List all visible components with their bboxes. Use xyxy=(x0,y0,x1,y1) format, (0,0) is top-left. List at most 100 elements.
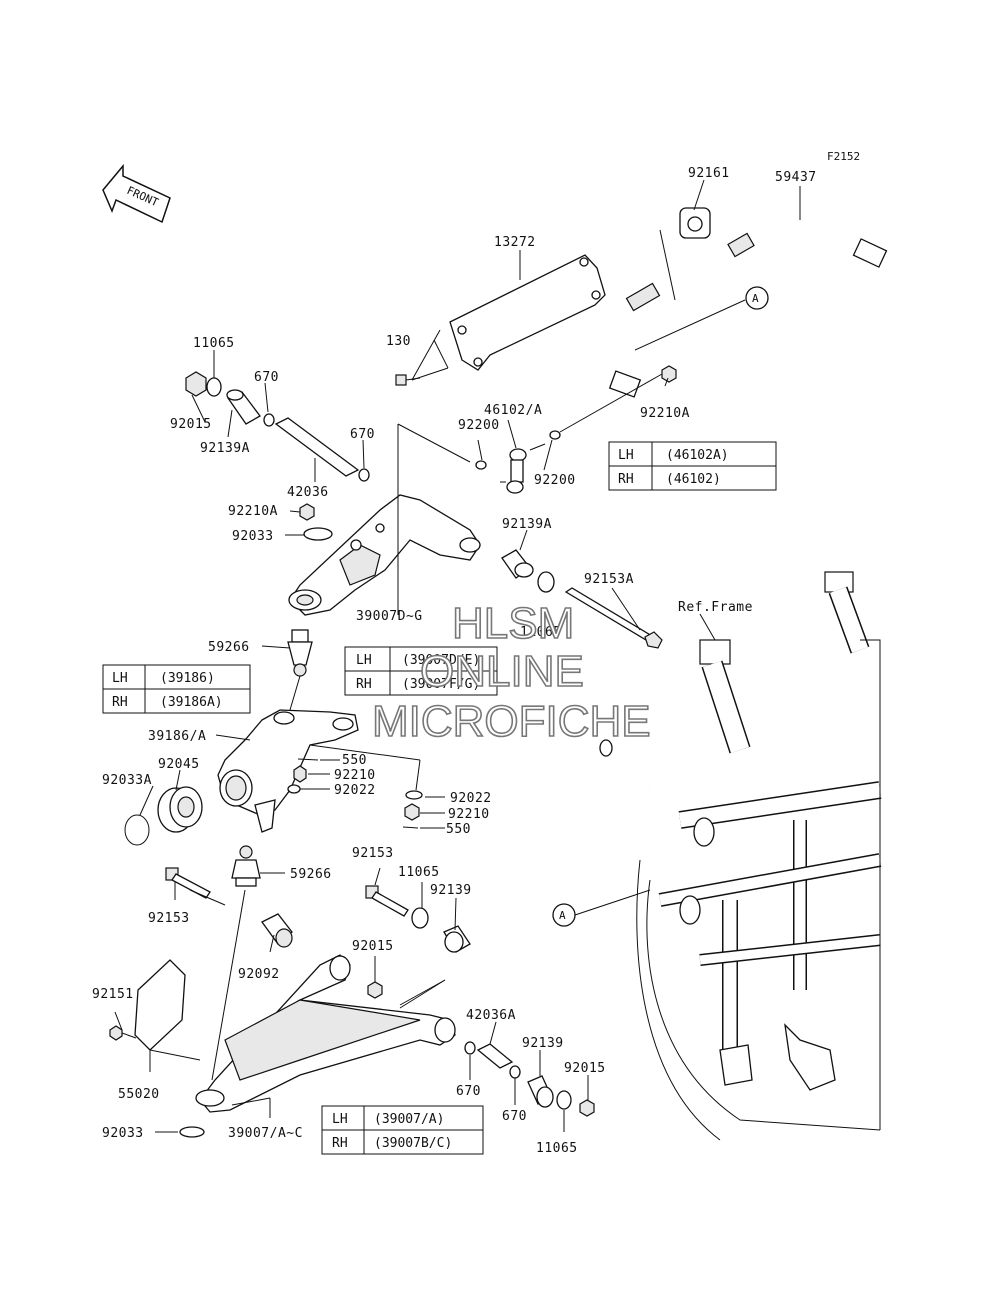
lower-arm-39007 xyxy=(195,954,456,1113)
label-46102A: 46102/A xyxy=(484,403,542,418)
collar-42036A xyxy=(476,1043,514,1069)
figure-code: F2152 xyxy=(827,150,860,163)
label-92200-a: 92200 xyxy=(458,418,500,433)
label-ref-frame: Ref.Frame xyxy=(678,600,753,615)
watermark-line1: HLSM xyxy=(452,599,574,648)
table-knuckle: LH (39186) RH (39186A) xyxy=(102,664,251,714)
washer-11065-top xyxy=(206,377,222,397)
washer-11065-low xyxy=(411,907,429,929)
callout-a-bottom-label: A xyxy=(559,909,566,922)
callout-a-bottom: A xyxy=(552,903,576,927)
label-42036A: 42036A xyxy=(466,1008,516,1023)
washer-92022-a xyxy=(287,784,301,794)
label-92015-low: 92015 xyxy=(564,1061,606,1076)
knuckle-39186 xyxy=(217,709,359,833)
link-46102 xyxy=(500,443,546,494)
bearing-92045 xyxy=(157,786,203,833)
label-39007D-G: 39007D~G xyxy=(356,609,423,624)
callout-a-top-label: A xyxy=(752,292,759,305)
label-59266-bot: 59266 xyxy=(290,867,332,882)
label-670-b: 670 xyxy=(350,427,375,442)
callout-a-top: A xyxy=(745,286,769,310)
label-11065-top: 11065 xyxy=(193,336,235,351)
ball-joint-59266-top xyxy=(287,629,313,677)
label-92153-mid: 92153 xyxy=(352,846,394,861)
label-92015-mid: 92015 xyxy=(352,939,394,954)
table-link-lh-val: (46102A) xyxy=(666,448,729,463)
label-92210A-left: 92210A xyxy=(228,504,278,519)
table-upper-arm-lh-val: (39007D/E) xyxy=(402,653,480,668)
washer-92200-a xyxy=(475,460,487,470)
label-11065-bot: 11065 xyxy=(536,1141,578,1156)
table-lower-arm-lh: LH xyxy=(332,1112,348,1127)
table-knuckle-lh-val: (39186) xyxy=(160,671,215,686)
label-92200-b: 92200 xyxy=(534,473,576,488)
table-lower-arm: LH (39007/A) RH (39007B/C) xyxy=(321,1105,484,1155)
label-92161: 92161 xyxy=(688,166,730,181)
table-link-rh: RH xyxy=(618,472,634,487)
table-link: LH (46102A) RH (46102) xyxy=(608,441,777,491)
label-92151: 92151 xyxy=(92,987,134,1002)
bushing-92092 xyxy=(261,913,293,948)
label-92022-a: 92022 xyxy=(334,783,376,798)
clip-92033-bot xyxy=(179,1126,205,1138)
bushing-92161 xyxy=(679,207,711,239)
table-upper-arm-lh: LH xyxy=(356,653,372,668)
label-92022-b: 92022 xyxy=(450,791,492,806)
ball-joint-59266-bot xyxy=(231,845,261,887)
label-92092: 92092 xyxy=(238,967,280,982)
part-labels: 92161 59437 13272 130 11065 670 92015 92… xyxy=(92,166,816,1156)
bolt-130 xyxy=(395,374,421,386)
oring-670-d xyxy=(509,1065,521,1079)
table-upper-arm-rh: RH xyxy=(356,677,372,692)
bolt-92153A xyxy=(564,587,663,649)
watermark-line3: MICROFICHE xyxy=(372,697,651,746)
label-92015-top: 92015 xyxy=(170,417,212,432)
table-knuckle-rh: RH xyxy=(112,695,128,710)
label-92210-b: 92210 xyxy=(448,807,490,822)
label-92139-low: 92139 xyxy=(522,1036,564,1051)
label-670-a: 670 xyxy=(254,370,279,385)
label-92210A-right: 92210A xyxy=(640,406,690,421)
bushing-92139-mid xyxy=(443,925,471,953)
label-92045: 92045 xyxy=(158,757,200,772)
oring-670-b xyxy=(358,468,370,482)
stabilizer-bar xyxy=(587,219,888,398)
cotter-550-a xyxy=(297,758,319,761)
collar-42036 xyxy=(274,417,360,477)
table-lower-arm-rh-val: (39007B/C) xyxy=(374,1136,452,1151)
table-upper-arm-rh-val: (39007F/G) xyxy=(402,677,480,692)
nut-92210A-right xyxy=(661,365,677,383)
washer-11065-bot xyxy=(556,1090,572,1110)
label-92139A-top: 92139A xyxy=(200,441,250,456)
bolt-92151 xyxy=(109,1025,137,1041)
label-550-a: 550 xyxy=(342,753,367,768)
watermark: HLSM ONLINE MICROFICHE xyxy=(371,598,651,747)
bracket-13272 xyxy=(449,254,606,371)
label-13272: 13272 xyxy=(494,235,536,250)
bolt-92153-mid xyxy=(365,885,409,917)
table-knuckle-rh-val: (39186A) xyxy=(160,695,223,710)
label-92210-a: 92210 xyxy=(334,768,376,783)
label-11065-low: 11065 xyxy=(398,865,440,880)
washer-92022-b xyxy=(405,790,423,800)
label-670-c: 670 xyxy=(456,1084,481,1099)
label-39007A-C: 39007/A~C xyxy=(228,1126,303,1141)
nut-92015-top xyxy=(185,371,207,397)
table-knuckle-lh: LH xyxy=(112,671,128,686)
nut-92210-a xyxy=(293,765,307,783)
label-42036: 42036 xyxy=(287,485,329,500)
bushing-92139A-top xyxy=(226,389,261,425)
label-92153-left: 92153 xyxy=(148,911,190,926)
label-92139A-mid: 92139A xyxy=(502,517,552,532)
nut-92210-b xyxy=(404,803,420,821)
table-link-rh-val: (46102) xyxy=(666,472,721,487)
oring-670-c xyxy=(464,1041,476,1055)
clip-92033-top xyxy=(303,527,333,541)
label-92033A: 92033A xyxy=(102,773,152,788)
washer-92200-b xyxy=(549,430,561,440)
leader-lines xyxy=(114,179,801,1133)
label-39186A: 39186/A xyxy=(148,729,206,744)
table-link-lh: LH xyxy=(618,448,634,463)
guard-55020 xyxy=(134,959,186,1051)
